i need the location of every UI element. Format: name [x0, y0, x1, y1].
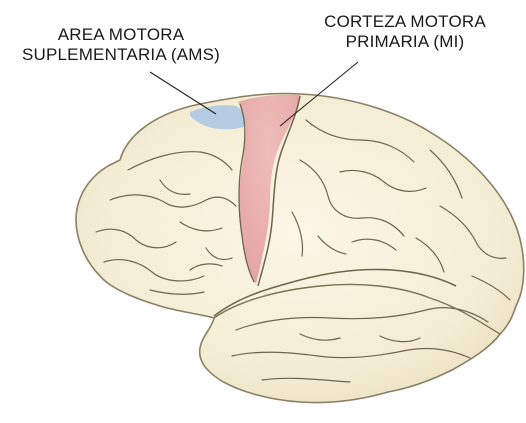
ams-label-line2: SUPLEMENTARIA (AMS): [8, 45, 234, 65]
supplementary-motor-area-label: AREA MOTORA SUPLEMENTARIA (AMS): [8, 25, 234, 65]
mi-label-line2: PRIMARIA (MI): [300, 32, 510, 52]
cerebrum: [76, 93, 524, 402]
ams-label-line1: AREA MOTORA: [8, 25, 234, 45]
primary-motor-cortex-label: CORTEZA MOTORA PRIMARIA (MI): [300, 12, 510, 52]
mi-label-line1: CORTEZA MOTORA: [300, 12, 510, 32]
